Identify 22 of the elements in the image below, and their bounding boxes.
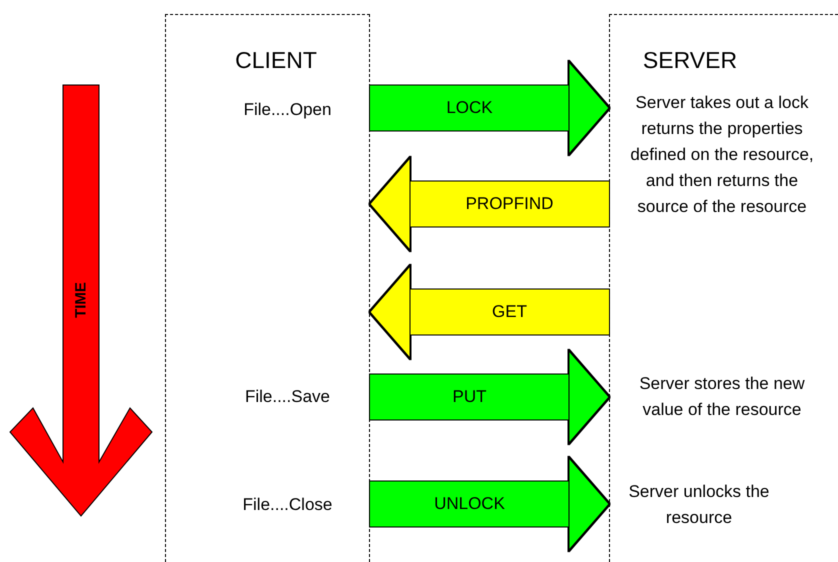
time-arrow: [10, 85, 152, 516]
client-action: File....Save: [244, 386, 332, 408]
block-arrow: [370, 458, 610, 550]
client-action: File....Open: [242, 99, 332, 121]
lane-title: CLIENT: [235, 47, 317, 74]
block-arrow: [370, 350, 610, 444]
server-note: Server stores the new value of the resource: [638, 373, 806, 421]
swimlane: [609, 14, 838, 562]
swimlane: [165, 14, 370, 562]
axis-label: TIME: [72, 282, 90, 318]
edge-label: LOCK: [446, 98, 493, 118]
block-arrow: [370, 62, 610, 154]
block-arrow: [370, 266, 609, 358]
edge-label: PROPFIND: [466, 194, 554, 214]
server-note: Server takes out a lock returns the properties defined on the resource, and then returns the source of the resource: [629, 92, 815, 218]
lane-title: SERVER: [642, 47, 738, 74]
server-note: Server unlocks the resource: [628, 481, 770, 529]
edge-label: UNLOCK: [434, 494, 505, 514]
edge-label: GET: [492, 302, 527, 322]
edge-label: PUT: [452, 387, 486, 407]
block-arrow: [370, 158, 609, 250]
client-action: File....Close: [242, 494, 334, 516]
